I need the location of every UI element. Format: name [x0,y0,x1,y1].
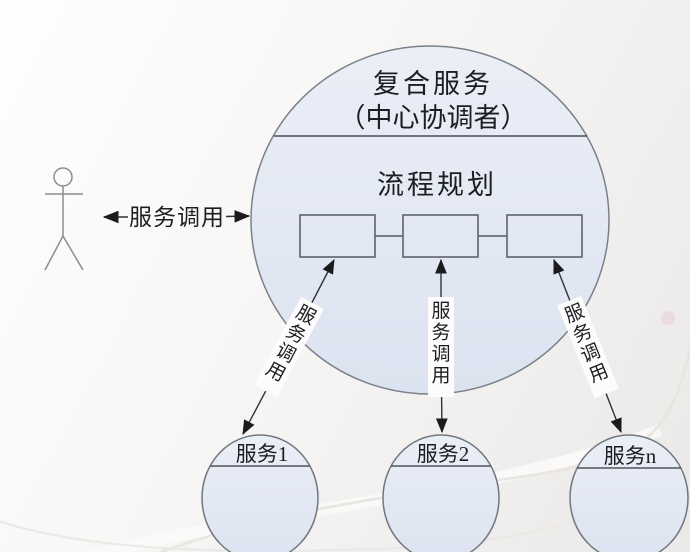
call-label-3-bg [557,295,619,399]
call-label-1: 服务调用 [254,296,324,398]
service-2-label: 服务2 [417,442,470,466]
call-label-1-bg [254,296,324,398]
arrow-right-segment [225,210,251,223]
service-call-labels: 服务调用 服务调用 服务调用 [254,295,619,399]
service-1-label: 服务1 [236,442,289,466]
call-label-3: 服务调用 [557,295,619,399]
swoosh-highlight [88,424,663,552]
actor-icon [44,167,84,271]
service-n-label: 服务n [604,444,657,468]
actor-head [53,167,73,187]
actor-call-arrow: 服务调用 [102,205,251,230]
service-nodes: 服务1 服务2 服务n [201,434,689,552]
composite-service-title: 复合服务 [373,69,493,99]
composite-service-subtitle: （中心协调者） [339,103,528,133]
call-label-2-text: 服务调用 [431,301,450,386]
pink-artifact-smudge [661,311,675,325]
call-label-2-bg [428,297,454,397]
call-label-2: 服务调用 [428,297,454,397]
actor-leg-left [44,235,64,271]
actor-call-label: 服务调用 [129,205,225,230]
actor-leg-right [62,235,84,271]
composite-service-node: 复合服务 （中心协调者） 流程规划 [250,45,610,395]
service-2-shape [382,434,500,552]
process-planning-label: 流程规划 [377,170,497,200]
service-1-shape [201,434,319,552]
service-n-shape [569,434,689,552]
